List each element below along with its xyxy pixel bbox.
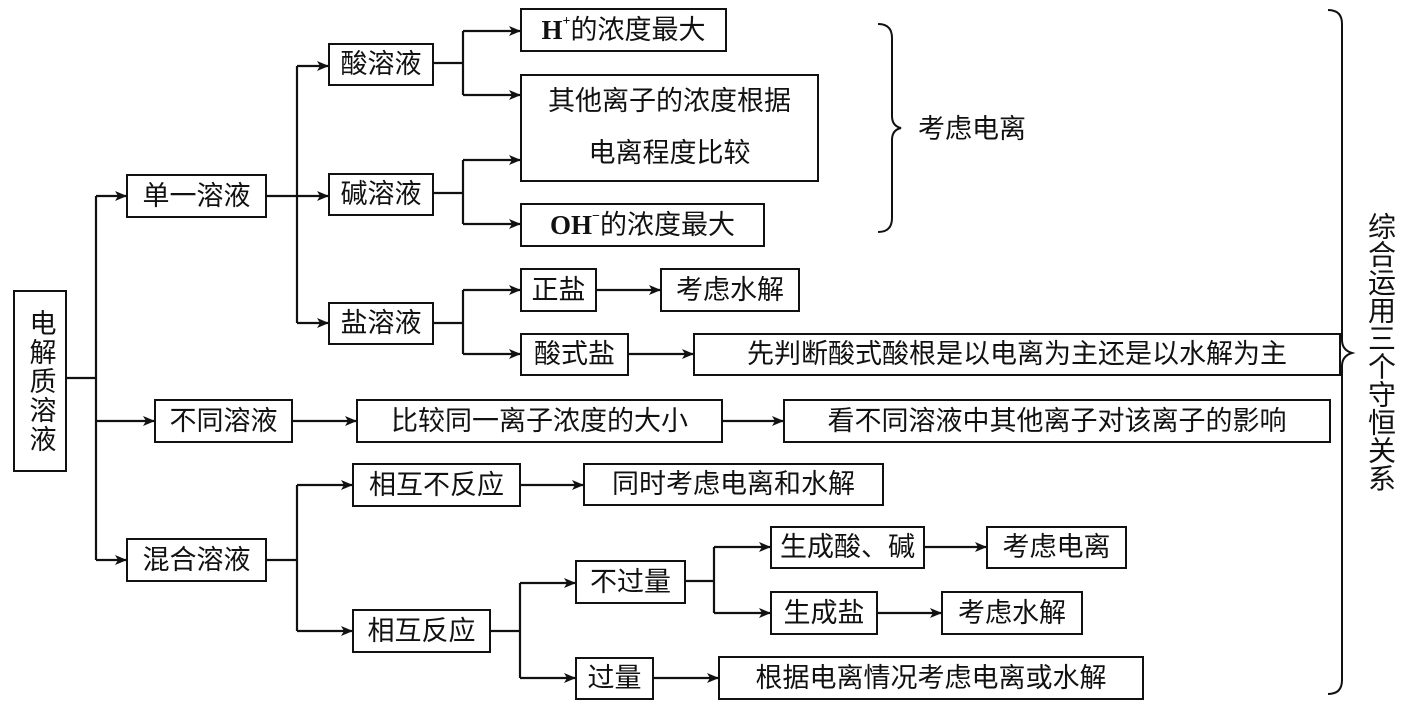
node-salt-solution: 盐溶液 bbox=[328, 302, 434, 345]
node-normal-salt-label: 正盐 bbox=[531, 274, 586, 306]
node-reaction-label: 相互反应 bbox=[367, 615, 476, 647]
node-excess-result: 根据电离情况考虑电离或水解 bbox=[718, 656, 1144, 700]
ionization-brace-label: 考虑电离 bbox=[918, 114, 1026, 145]
node-excess-label: 过量 bbox=[587, 663, 642, 694]
node-other-ions-line1: 其他离子的浓度根据 bbox=[548, 86, 791, 117]
node-acid-solution: 酸溶液 bbox=[328, 43, 434, 86]
node-no-reaction-label: 相互不反应 bbox=[369, 469, 504, 501]
root-label: 电解质溶液 bbox=[24, 308, 56, 454]
node-compare-result: 看不同溶液中其他离子对该离子的影响 bbox=[783, 399, 1331, 443]
node-forms-acid-base: 生成酸、碱 bbox=[770, 526, 925, 569]
node-single-solution-label: 单一溶液 bbox=[142, 180, 251, 212]
node-mixed-solution-label: 混合溶液 bbox=[142, 544, 251, 576]
node-acid-salt: 酸式盐 bbox=[520, 333, 629, 376]
node-forms-salt-result-label: 考虑水解 bbox=[958, 597, 1066, 629]
node-acid-salt-result-label: 先判断酸式酸根是以电离为主还是以水解为主 bbox=[747, 339, 1287, 370]
node-single-solution: 单一溶液 bbox=[126, 174, 267, 218]
node-normal-salt: 正盐 bbox=[520, 268, 597, 312]
node-compare-concentration: 比较同一离子浓度的大小 bbox=[356, 399, 723, 443]
node-salt-solution-label: 盐溶液 bbox=[340, 308, 422, 339]
node-normal-salt-result: 考虑水解 bbox=[660, 268, 800, 312]
brace-ionization bbox=[877, 23, 902, 233]
node-mixed-solution: 混合溶液 bbox=[126, 538, 267, 582]
node-acid-salt-label: 酸式盐 bbox=[534, 339, 615, 370]
node-oh-max-label: OH−的浓度最大 bbox=[550, 208, 735, 241]
node-reaction: 相互反应 bbox=[352, 609, 491, 653]
node-no-reaction: 相互不反应 bbox=[352, 463, 521, 507]
node-forms-salt: 生成盐 bbox=[770, 591, 878, 635]
node-forms-acid-base-result-label: 考虑电离 bbox=[1002, 532, 1111, 563]
conservation-brace-label: 综合运用三个守恒关系 bbox=[1364, 212, 1397, 492]
node-not-excess-label: 不过量 bbox=[590, 566, 671, 598]
node-forms-salt-result: 考虑水解 bbox=[941, 591, 1083, 635]
node-base-solution: 碱溶液 bbox=[328, 173, 434, 216]
node-other-ions: 其他离子的浓度根据 电离程度比较 bbox=[520, 74, 819, 182]
node-other-ions-line2: 电离程度比较 bbox=[588, 138, 751, 169]
node-h-max-label: H+的浓度最大 bbox=[541, 13, 706, 46]
node-no-reaction-result: 同时考虑电离和水解 bbox=[583, 463, 884, 506]
node-compare-result-label: 看不同溶液中其他离子对该离子的影响 bbox=[827, 405, 1287, 437]
root-node: 电解质溶液 bbox=[13, 290, 67, 472]
node-compare-concentration-label: 比较同一离子浓度的大小 bbox=[391, 405, 688, 437]
node-h-max: H+的浓度最大 bbox=[520, 8, 727, 52]
node-not-excess: 不过量 bbox=[575, 560, 686, 604]
node-base-solution-label: 碱溶液 bbox=[340, 179, 422, 210]
node-excess-result-label: 根据电离情况考虑电离或水解 bbox=[755, 662, 1107, 694]
node-acid-salt-result: 先判断酸式酸根是以电离为主还是以水解为主 bbox=[693, 333, 1341, 376]
node-different-solutions-label: 不同溶液 bbox=[169, 405, 278, 437]
node-normal-salt-result-label: 考虑水解 bbox=[676, 274, 784, 306]
node-acid-solution-label: 酸溶液 bbox=[340, 49, 422, 80]
node-no-reaction-result-label: 同时考虑电离和水解 bbox=[612, 469, 855, 500]
brace-conservation bbox=[1327, 9, 1356, 695]
node-forms-acid-base-result: 考虑电离 bbox=[986, 526, 1127, 569]
node-forms-acid-base-label: 生成酸、碱 bbox=[780, 532, 915, 563]
node-forms-salt-label: 生成盐 bbox=[783, 597, 865, 629]
node-oh-max: OH−的浓度最大 bbox=[520, 203, 765, 247]
node-excess: 过量 bbox=[575, 657, 654, 700]
node-different-solutions: 不同溶液 bbox=[154, 399, 293, 443]
